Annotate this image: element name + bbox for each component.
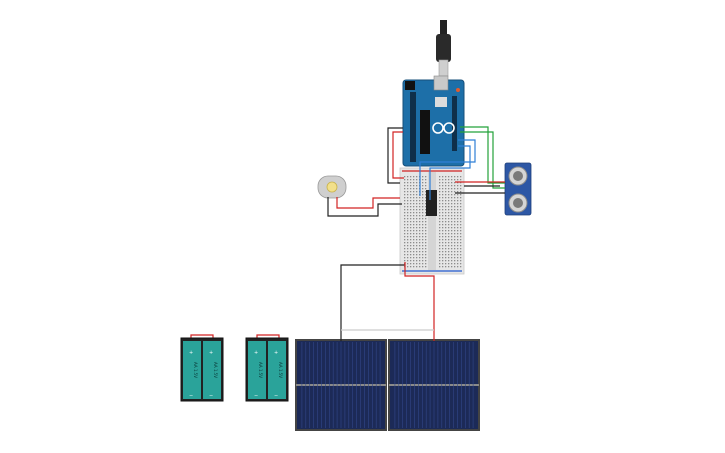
battery-icon <box>183 341 221 399</box>
battery-plus: + <box>189 350 193 356</box>
solar-panel-icon <box>295 339 387 431</box>
solar-panel-right[interactable] <box>388 339 480 431</box>
battery-plus: + <box>254 350 258 356</box>
ic-chip <box>426 190 437 216</box>
battery-plus: + <box>209 350 213 356</box>
battery-minus: − <box>209 393 213 399</box>
battery-label: AA 1.5V <box>213 362 218 378</box>
battery-pack-2[interactable]: + + − − AA 1.5V AA 1.5V <box>245 334 289 402</box>
arduino-uno-board[interactable] <box>402 75 465 167</box>
breadboard-icon <box>404 176 462 268</box>
battery-minus: − <box>189 393 193 399</box>
battery-label: AA 1.5V <box>258 362 263 378</box>
dc-motor-icon <box>326 181 338 193</box>
ultrasonic-sensor[interactable] <box>504 162 532 216</box>
solar-panel-left[interactable] <box>295 339 387 431</box>
battery-label: AA 1.5V <box>193 362 198 378</box>
battery-plus: + <box>274 350 278 356</box>
battery-pack-1[interactable]: + + − − AA 1.5V AA 1.5V <box>180 334 224 402</box>
battery-label: AA 1.5V <box>278 362 283 378</box>
battery-minus: − <box>254 393 258 399</box>
breadboard[interactable] <box>399 167 465 275</box>
arduino-uno-icon <box>432 122 455 134</box>
battery-minus: − <box>274 393 278 399</box>
dc-motor[interactable] <box>317 175 347 199</box>
usb-cable-icon[interactable] <box>436 20 451 77</box>
wires[interactable] <box>327 126 505 333</box>
ultrasonic-sensor-icon <box>508 166 528 213</box>
